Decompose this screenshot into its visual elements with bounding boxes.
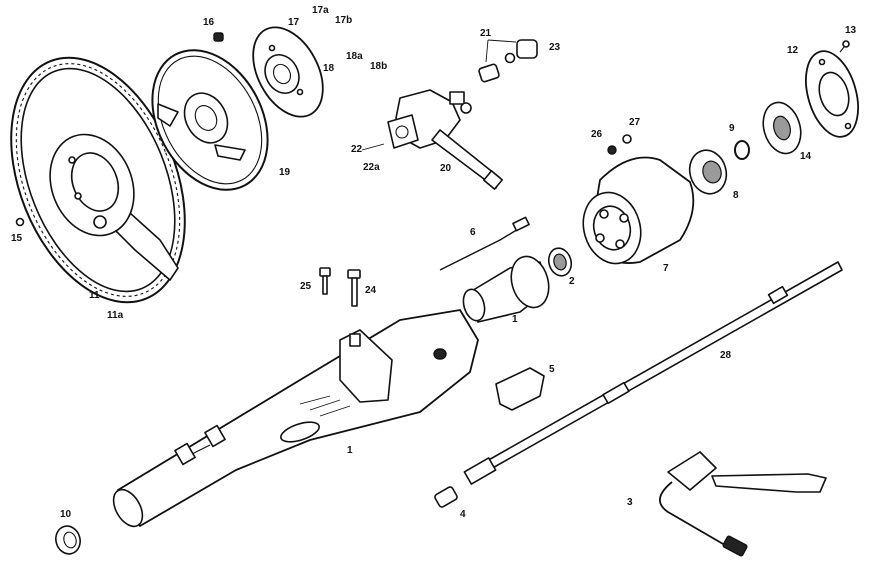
label-21: 21 — [480, 28, 492, 39]
label-25: 25 — [300, 281, 312, 292]
bearing-plate — [762, 101, 802, 155]
label-5: 5 — [549, 364, 555, 375]
label-4: 4 — [460, 509, 466, 520]
mounting-flange — [805, 50, 859, 138]
label-27: 27 — [629, 117, 641, 128]
screw-15 — [15, 217, 25, 227]
label-11a: 11a — [107, 310, 124, 321]
bearing-housing — [462, 255, 550, 323]
label-17: 17 — [288, 17, 300, 28]
indicator-switch — [659, 451, 827, 557]
label-24: 24 — [365, 285, 377, 296]
label-1-column-tube: 1 — [347, 445, 353, 456]
label-26: 26 — [591, 129, 603, 140]
column-tube — [112, 309, 479, 528]
retaining-ring — [734, 140, 750, 160]
spring-16 — [213, 32, 224, 42]
end-bush — [55, 525, 81, 555]
label-18a: 18a — [346, 51, 363, 62]
horn-ring — [151, 49, 269, 191]
screw-13 — [839, 40, 850, 53]
label-11: 11 — [89, 290, 100, 301]
label-3: 3 — [627, 497, 633, 508]
label-23: 23 — [549, 42, 561, 53]
label-10: 10 — [60, 509, 72, 520]
wire-6 — [439, 216, 530, 271]
label-18: 18 — [323, 63, 335, 74]
column-housing — [582, 156, 695, 265]
label-9: 9 — [729, 123, 735, 134]
contact-plate — [252, 26, 324, 118]
bolts — [319, 267, 361, 307]
shroud-5 — [495, 367, 545, 411]
steering-shaft — [463, 261, 843, 485]
label-18b: 18b — [370, 61, 388, 72]
steering-wheel — [10, 56, 186, 304]
label-8: 8 — [733, 190, 739, 201]
lock-cylinder — [478, 39, 538, 83]
label-16: 16 — [203, 17, 215, 28]
label-22: 22 — [351, 144, 363, 155]
label-12: 12 — [787, 45, 799, 56]
label-14: 14 — [800, 151, 812, 162]
label-13: 13 — [845, 25, 857, 36]
bush-2 — [547, 247, 573, 277]
label-19: 19 — [279, 167, 291, 178]
label-17a: 17a — [312, 5, 329, 16]
label-1-bearing-housing: 1 — [512, 314, 518, 325]
label-7: 7 — [663, 263, 669, 274]
ignition-switch — [387, 89, 504, 190]
cover-cap — [688, 149, 728, 195]
label-15: 15 — [11, 233, 23, 244]
label-22a: 22a — [363, 162, 380, 173]
nuts-26-27 — [607, 134, 632, 155]
label-20: 20 — [440, 163, 452, 174]
pin-4 — [434, 486, 458, 508]
label-28: 28 — [720, 350, 732, 361]
label-2: 2 — [569, 276, 575, 287]
label-6: 6 — [470, 227, 476, 238]
label-17b: 17b — [335, 15, 353, 26]
